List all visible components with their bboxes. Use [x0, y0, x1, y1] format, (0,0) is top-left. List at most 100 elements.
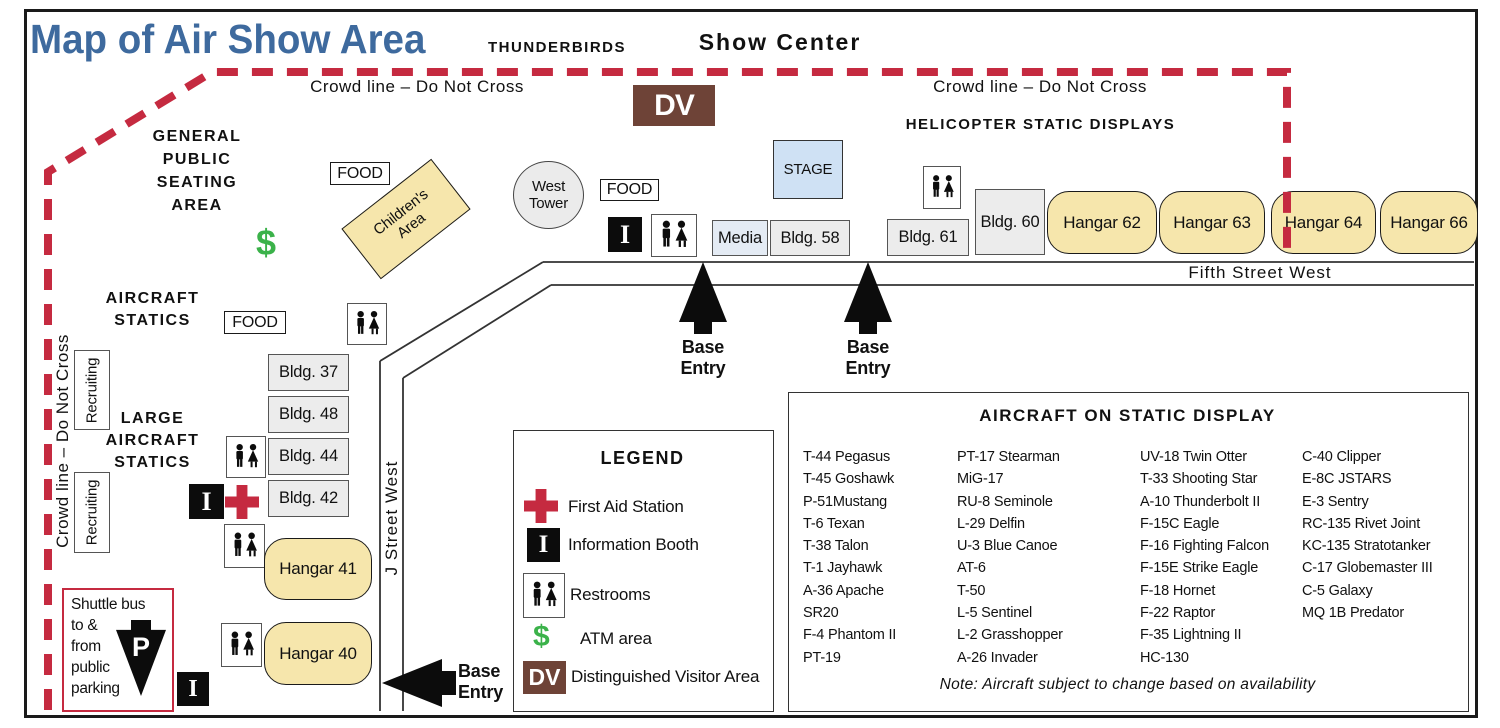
hangar-66: Hangar 66: [1380, 191, 1478, 254]
aircraft-item: L-5 Sentinel: [957, 605, 1032, 622]
restrooms-icon: [662, 220, 688, 247]
restrooms: [923, 166, 961, 209]
restrooms-icon: [231, 631, 254, 656]
recruiting-booth-2: Recruiting: [74, 472, 110, 553]
aircraft-item: T-38 Talon: [803, 538, 869, 555]
crowd-line-label-right: Crowd line – Do Not Cross: [933, 77, 1147, 96]
media-building: Media: [712, 220, 768, 256]
building-58: Bldg. 58: [770, 220, 850, 256]
dv-area-marker: DV: [633, 85, 715, 126]
aircraft-item: U-3 Blue Canoe: [957, 538, 1058, 555]
restrooms: [226, 436, 266, 478]
aircraft-item: F-18 Hornet: [1140, 582, 1216, 599]
legend-title: LEGEND: [600, 448, 685, 468]
aircraft-item: A-36 Apache: [803, 582, 884, 599]
aircraft-item: F-16 Fighting Falcon: [1140, 538, 1269, 555]
aircraft-item: PT-19: [803, 649, 841, 666]
information-booth-icon: I: [189, 484, 224, 519]
building-60: Bldg. 60: [975, 189, 1045, 255]
restrooms: [221, 623, 262, 667]
page-title: Map of Air Show Area: [30, 16, 426, 62]
legend-atm-label: ATM area: [580, 629, 652, 648]
aircraft-item: L-2 Grasshopper: [957, 627, 1063, 644]
static-display-note: Note: Aircraft subject to change based o…: [939, 676, 1316, 693]
aircraft-item: T-33 Shooting Star: [1140, 471, 1258, 488]
aircraft-item: F-4 Phantom II: [803, 627, 897, 644]
aircraft-item: T-45 Goshawk: [803, 471, 895, 488]
legend-restrooms-label: Restrooms: [570, 585, 651, 604]
aircraft-item: A-10 Thunderbolt II: [1140, 493, 1261, 510]
aircraft-item: C-40 Clipper: [1302, 449, 1381, 465]
building-61: Bldg. 61: [887, 219, 969, 256]
aircraft-item: T-1 Jayhawk: [803, 560, 883, 577]
j-street-west-label: J Street West: [382, 460, 401, 576]
aircraft-item: T-6 Texan: [803, 515, 865, 532]
restrooms-icon: [533, 581, 557, 607]
stage: STAGE: [773, 140, 843, 199]
information-booth-icon: I: [177, 672, 209, 706]
aircraft-item: AT-6: [957, 560, 986, 577]
aircraft-item: F-22 Raptor: [1140, 605, 1216, 622]
aircraft-item: F-15C Eagle: [1140, 515, 1220, 532]
aircraft-item: E-3 Sentry: [1302, 493, 1369, 510]
restrooms-icon: [932, 174, 954, 197]
aircraft-item: F-35 Lightning II: [1140, 627, 1242, 644]
aircraft-item: T-44 Pegasus: [803, 449, 891, 465]
aircraft-item: SR20: [803, 605, 839, 622]
hangar-41: Hangar 41: [264, 538, 372, 600]
aircraft-item: T-50: [957, 582, 986, 599]
aircraft-item: MiG-17: [957, 471, 1004, 488]
aircraft-item: E-8C JSTARS: [1302, 471, 1392, 488]
fifth-street-west-label: Fifth Street West: [1188, 263, 1332, 282]
aircraft-item: L-29 Delfin: [957, 515, 1025, 532]
crowd-line-label-left: Crowd line – Do Not Cross: [310, 77, 524, 96]
aircraft-item: KC-135 Stratotanker: [1302, 538, 1431, 555]
static-display-title: AIRCRAFT ON STATIC DISPLAY: [979, 406, 1276, 425]
restrooms-icon: [234, 532, 257, 557]
aircraft-item: RC-135 Rivet Joint: [1302, 515, 1421, 532]
building-48: Bldg. 48: [268, 396, 349, 433]
aircraft-item: RU-8 Seminole: [957, 493, 1053, 510]
restrooms: [523, 573, 565, 618]
building-42: Bldg. 42: [268, 480, 349, 517]
aircraft-item: A-26 Invader: [957, 649, 1038, 666]
aircraft-item: HC-130: [1140, 649, 1189, 666]
show-center-label: Show Center: [698, 29, 862, 55]
building-37: Bldg. 37: [268, 354, 349, 391]
aircraft-item: C-17 Globemaster III: [1302, 560, 1433, 577]
hangar-40: Hangar 40: [264, 622, 372, 685]
restrooms: [224, 524, 265, 568]
restrooms: [651, 214, 697, 257]
food-stand-1: FOOD: [330, 162, 390, 185]
helicopter-static-displays-label: HELICOPTER STATIC DISPLAYS: [905, 116, 1176, 133]
atm-dollar-icon: $: [256, 222, 277, 263]
food-stand-3: FOOD: [224, 311, 286, 334]
aircraft-item: MQ 1B Predator: [1302, 605, 1404, 622]
aircraft-item: PT-17 Stearman: [957, 449, 1060, 465]
recruiting-booth-1: Recruiting: [74, 350, 110, 430]
atm-dollar-icon: $: [533, 620, 550, 653]
legend-dv-label: Distinguished Visitor Area: [571, 667, 760, 686]
aircraft-item: C-5 Galaxy: [1302, 582, 1373, 599]
information-booth-icon: I: [527, 528, 560, 562]
map-border: [24, 9, 1478, 718]
legend-first-aid-label: First Aid Station: [568, 497, 684, 516]
hangar-62: Hangar 62: [1047, 191, 1157, 254]
aircraft-item: UV-18 Twin Otter: [1140, 449, 1247, 465]
restrooms-icon: [357, 310, 379, 335]
aircraft-item: F-15E Strike Eagle: [1140, 560, 1259, 577]
restrooms-icon: [236, 443, 258, 468]
crowd-line-label-side: Crowd line – Do Not Cross: [53, 334, 72, 548]
information-booth-icon: I: [608, 217, 642, 252]
dv-icon: DV: [523, 661, 566, 694]
